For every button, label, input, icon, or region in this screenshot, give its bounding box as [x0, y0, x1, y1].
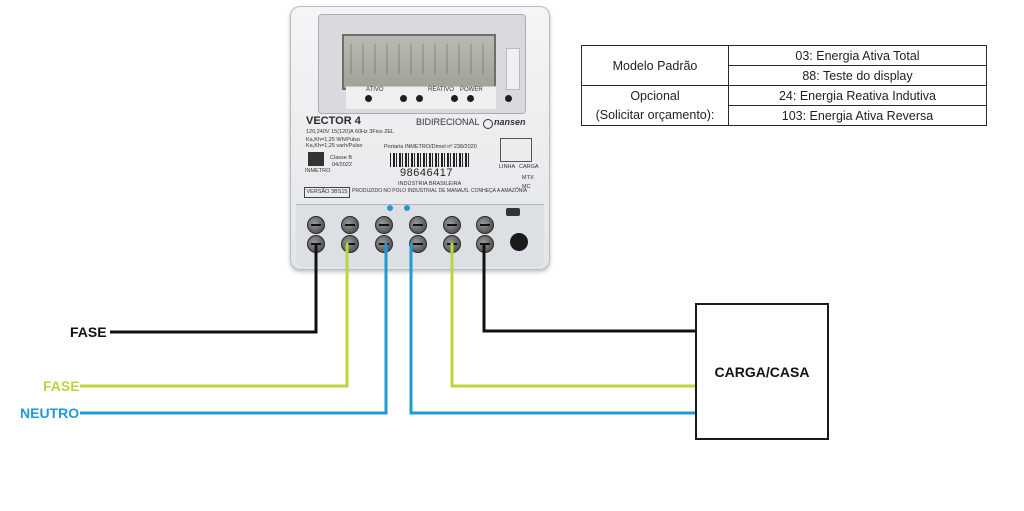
- fase-2-label: FASE: [43, 378, 80, 394]
- fase-1-label: FASE: [70, 324, 107, 340]
- meter-mc: MC: [522, 184, 531, 190]
- inmetro-label: INMETRO: [305, 168, 331, 174]
- power-led-2-icon: [505, 95, 512, 102]
- terminal-screw-icon: [375, 235, 393, 253]
- meter-constant-2: Ka,Kh=1,25 varh/Pulso: [306, 143, 363, 149]
- table-cell-group: Opcional: [581, 85, 729, 106]
- power-led-icon: [467, 95, 474, 102]
- terminal-screw-icon: [409, 216, 427, 234]
- fase-1-wire: [110, 243, 318, 334]
- terminal-screw-icon: [307, 216, 325, 234]
- indicator-dot-icon: [400, 95, 407, 102]
- meter-date: 04/2022: [332, 162, 352, 168]
- terminal-screw-icon: [476, 216, 494, 234]
- meter-linha: LINHA: [499, 164, 516, 170]
- neutro-label: NEUTRO: [20, 405, 80, 421]
- reativo-led-2-icon: [451, 95, 458, 102]
- reativo-label: REATIVO: [428, 87, 454, 93]
- fase-2-wire: [80, 243, 349, 388]
- connection-diagram-icon: [500, 138, 532, 162]
- table-row: Modelo Padrão 03: Energia Ativa Total: [581, 45, 987, 86]
- seal-knob-icon: [510, 233, 528, 251]
- meter-class: Classe B: [330, 155, 353, 161]
- meter-specs: 120,240V 15(120)A 60Hz 3Fios 2EL: [306, 129, 395, 135]
- ativo-label: ATIVO: [366, 87, 384, 93]
- power-label: POWER: [460, 87, 483, 93]
- terminal-clip-icon: [506, 208, 520, 216]
- meter-serial: 98646417: [400, 167, 453, 179]
- meter-carga: CARGA: [519, 164, 539, 170]
- carga-box: CARGA/CASA: [695, 303, 829, 440]
- ativo-led-icon: [365, 95, 372, 102]
- meter-industry: INDÚSTRIA BRASILEIRA: [398, 181, 462, 187]
- barcode-icon: [390, 153, 470, 167]
- blue-marker-1-icon: [387, 205, 393, 211]
- meter-brand: nansen: [494, 117, 526, 127]
- neutro-line-wire: [80, 243, 388, 415]
- table-row: Opcional 24: Energia Reativa Indutiva: [581, 85, 987, 106]
- table-cell-item: 24: Energia Reativa Indutiva: [728, 85, 987, 106]
- inmetro-logo-icon: [308, 152, 324, 166]
- carga-label: CARGA/CASA: [714, 363, 810, 380]
- meter-model: VECTOR 4: [306, 115, 361, 127]
- table-row: (Solicitar orçamento): 103: Energia Ativ…: [581, 105, 987, 126]
- terminal-screw-icon: [443, 216, 461, 234]
- neutro-load-wire: [409, 243, 695, 415]
- carga-return-wire: [482, 243, 695, 333]
- meter-mtx: MTX: [522, 175, 534, 181]
- meter-version: VERSÃO 3BS15: [304, 187, 350, 198]
- info-table: Modelo Padrão 03: Energia Ativa Total 88…: [581, 45, 987, 126]
- nansen-logo-icon: [483, 119, 493, 129]
- fase-load-wire: [450, 243, 695, 388]
- table-cell-group: Modelo Padrão: [581, 45, 729, 86]
- meter-portaria: Portaria INMETRO/Dimel nº 238/2020: [384, 144, 477, 150]
- table-cell-group: (Solicitar orçamento):: [581, 105, 729, 126]
- terminal-screw-icon: [375, 216, 393, 234]
- reativo-led-icon: [416, 95, 423, 102]
- table-cell-item: 103: Energia Ativa Reversa: [728, 105, 987, 126]
- table-cell-item: 03: Energia Ativa Total: [728, 45, 987, 66]
- meter-produced: PRODUZIDO NO POLO INDUSTRIAL DE MANAUS. …: [352, 188, 528, 194]
- meter-side-window: [506, 48, 520, 90]
- lcd-segments: [350, 44, 484, 74]
- table-cell-item: 88: Teste do display: [728, 65, 987, 86]
- blue-marker-2-icon: [404, 205, 410, 211]
- terminal-screw-icon: [341, 216, 359, 234]
- meter-mode: BIDIRECIONAL: [416, 117, 480, 127]
- meter-constant-1: Ka,Kh=1,25 Wh/Pulso: [306, 137, 360, 143]
